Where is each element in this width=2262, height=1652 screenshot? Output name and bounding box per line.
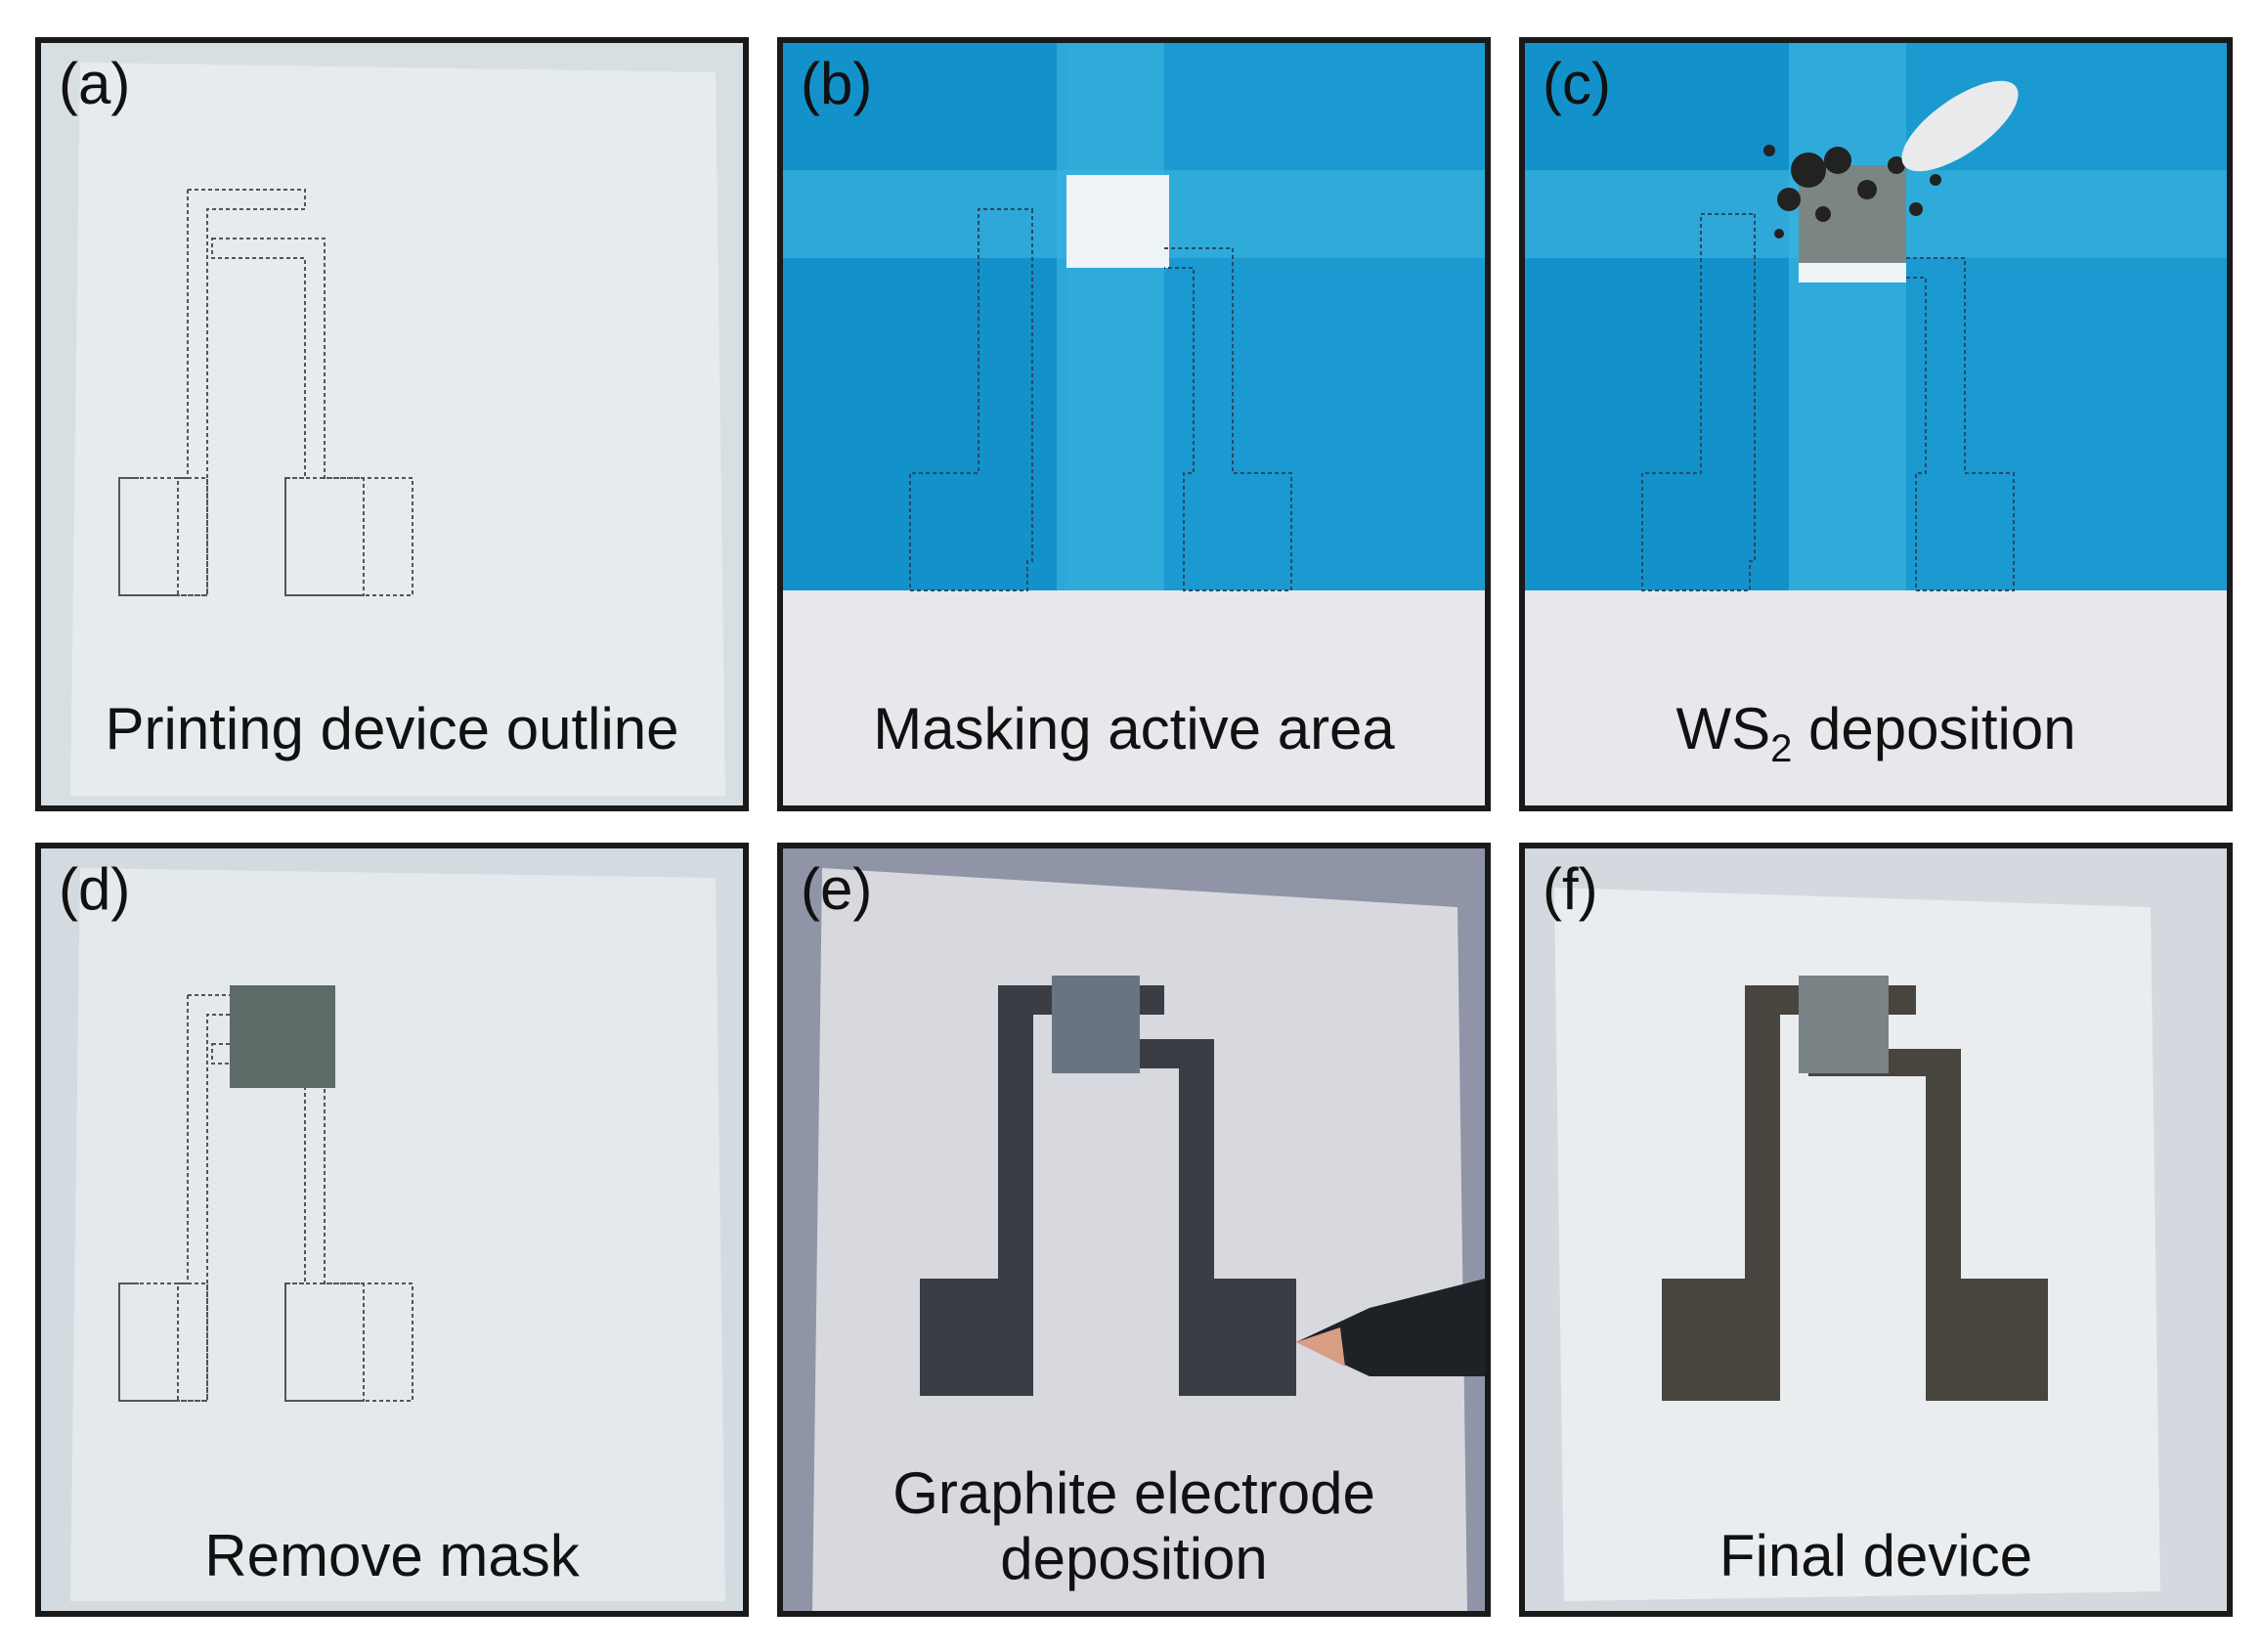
panel-a-photo bbox=[70, 63, 725, 796]
panel-e: (e) Graphite electrode deposition bbox=[777, 843, 1491, 1617]
panel-d-photo bbox=[70, 868, 725, 1601]
panel-label: (a) bbox=[59, 51, 131, 116]
panel-b-photo bbox=[783, 43, 1485, 805]
panel-caption: Graphite electrode deposition bbox=[783, 1460, 1485, 1591]
panel-label: (c) bbox=[1543, 51, 1611, 116]
panel-label: (d) bbox=[59, 856, 131, 922]
panel-d: (d) Remove mask bbox=[35, 843, 749, 1617]
caption-text: deposition bbox=[1792, 696, 2076, 761]
panel-label: (f) bbox=[1543, 856, 1598, 922]
panel-b: (b) Masking active area bbox=[777, 37, 1491, 811]
caption-line-1: Graphite electrode bbox=[892, 1460, 1375, 1526]
caption-text: WS bbox=[1675, 696, 1771, 761]
panel-label: (e) bbox=[801, 856, 873, 922]
panel-c-photo bbox=[1525, 43, 2227, 805]
panel-caption: Printing device outline bbox=[105, 696, 679, 761]
caption-subscript: 2 bbox=[1770, 727, 1793, 770]
panel-caption: Masking active area bbox=[873, 696, 1395, 761]
panel-f-photo bbox=[1554, 888, 2160, 1601]
caption-line-2: deposition bbox=[1000, 1526, 1268, 1592]
panel-c: (c) WS2 deposition bbox=[1519, 37, 2233, 811]
panel-caption: WS2 deposition bbox=[1525, 696, 2227, 771]
panel-e-photo bbox=[812, 868, 1485, 1611]
panel-caption: Remove mask bbox=[204, 1523, 580, 1588]
panel-f: (f) Final device bbox=[1519, 843, 2233, 1617]
panel-a: (a) Printing device outline bbox=[35, 37, 749, 811]
panel-label: (b) bbox=[801, 51, 873, 116]
panel-caption: Final device bbox=[1718, 1523, 2033, 1588]
